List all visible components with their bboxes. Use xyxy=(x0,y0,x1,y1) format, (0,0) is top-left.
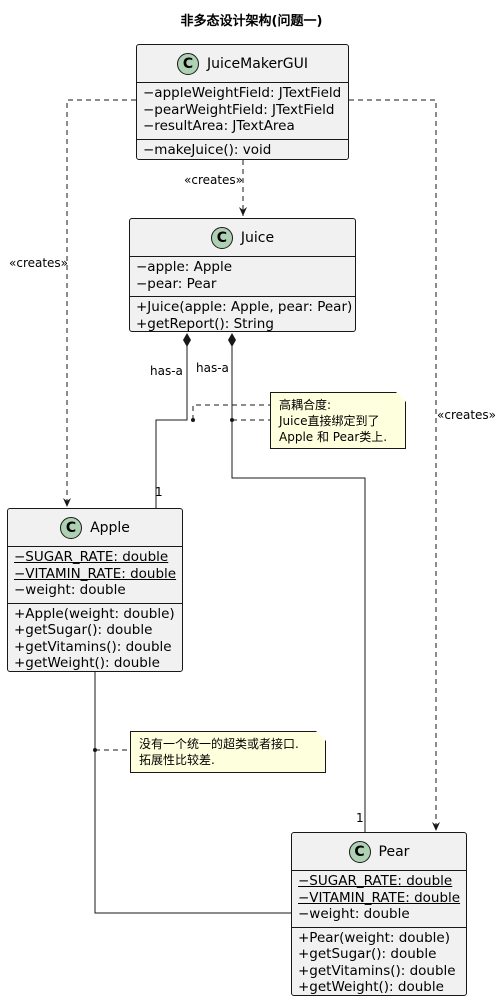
method: +Juice(apple: Apple, pear: Pear) xyxy=(136,299,353,315)
edge-juice-has-apple xyxy=(155,346,188,508)
class-header: C Pear xyxy=(292,833,466,871)
class-icon: C xyxy=(60,516,83,539)
diagram-title: 非多态设计架构(问题一) xyxy=(180,14,323,29)
class-fields: −SUGAR_RATE: double −VITAMIN_RATE: doubl… xyxy=(292,871,466,927)
note-coupling-connector xyxy=(192,404,270,420)
method: +getReport(): String xyxy=(136,315,274,332)
edge-gui-creates-apple xyxy=(63,99,136,507)
composition-diamond-apple xyxy=(183,333,191,347)
class-name: Pear xyxy=(378,843,410,860)
class-name: Apple xyxy=(90,519,130,536)
note-coupling: 高耦合度: Juice直接绑定到了 Apple 和 Pear类上. xyxy=(270,392,406,449)
label-creates-pear: «creates» xyxy=(437,408,497,422)
note-no-interface: 没有一个统一的超类或者接口. 拓展性比较差. xyxy=(130,731,326,773)
edge-apple-pear xyxy=(94,672,292,914)
field: −weight: double xyxy=(298,906,410,922)
method: +Apple(weight: double) xyxy=(14,605,175,622)
note-line: Apple 和 Pear类上. xyxy=(279,430,388,444)
class-methods: −makeJuice(): void xyxy=(137,138,348,163)
composition-diamond-pear xyxy=(228,333,236,347)
method: −makeJuice(): void xyxy=(143,141,272,158)
method: +getWeight(): double xyxy=(298,979,444,995)
class-apple: C Apple −SUGAR_RATE: double −VITAMIN_RAT… xyxy=(7,508,183,672)
class-icon: C xyxy=(176,52,199,75)
field: −pearWeightField: JTextField xyxy=(143,101,335,118)
field: −resultArea: JTextArea xyxy=(143,118,295,134)
method: +Pear(weight: double) xyxy=(298,929,451,946)
class-fields: −SUGAR_RATE: double −VITAMIN_RATE: doubl… xyxy=(8,547,182,603)
note-line: 高耦合度: xyxy=(279,398,332,412)
note-line: 没有一个统一的超类或者接口. xyxy=(139,737,299,751)
edge-juice-has-pear xyxy=(231,346,366,832)
method: +getVitamins(): double xyxy=(14,638,172,655)
field: −pear: Pear xyxy=(136,275,217,292)
class-name: JuiceMakerGUI xyxy=(206,55,309,72)
method: +getVitamins(): double xyxy=(298,962,456,979)
note-line: Juice直接绑定到了 xyxy=(279,414,380,428)
method: +getSugar(): double xyxy=(14,622,153,638)
class-juicemakergui: C JuiceMakerGUI −appleWeightField: JText… xyxy=(136,44,349,160)
class-header: C Apple xyxy=(8,509,182,547)
field: −appleWeightField: JTextField xyxy=(143,85,342,101)
method: +getWeight(): double xyxy=(14,655,160,671)
label-has-a-apple: has-a xyxy=(150,364,183,378)
edge-gui-creates-pear xyxy=(349,99,440,831)
class-fields: −appleWeightField: JTextField −pearWeigh… xyxy=(137,83,348,139)
field: −apple: Apple xyxy=(136,259,233,275)
class-methods: +Apple(weight: double) +getSugar(): doub… xyxy=(8,602,182,676)
class-header: C Juice xyxy=(130,219,355,257)
class-header: C JuiceMakerGUI xyxy=(137,45,348,83)
label-creates-juice: «creates» xyxy=(184,173,244,187)
class-fields: −apple: Apple −pear: Pear xyxy=(130,257,355,296)
static-field: −VITAMIN_RATE: double xyxy=(14,565,177,582)
class-icon: C xyxy=(348,840,371,863)
method: +getSugar(): double xyxy=(298,946,437,962)
class-name: Juice xyxy=(240,229,275,246)
class-pear: C Pear −SUGAR_RATE: double −VITAMIN_RATE… xyxy=(291,832,467,996)
class-methods: +Pear(weight: double) +getSugar(): doubl… xyxy=(292,926,466,1000)
static-field: −SUGAR_RATE: double xyxy=(298,873,453,889)
static-field: −SUGAR_RATE: double xyxy=(14,549,169,565)
label-multiplicity-apple: 1 xyxy=(155,485,163,499)
class-icon: C xyxy=(210,226,233,249)
static-field: −VITAMIN_RATE: double xyxy=(298,889,461,906)
label-creates-apple: «creates» xyxy=(9,256,69,270)
label-multiplicity-pear: 1 xyxy=(356,811,364,825)
label-has-a-pear: has-a xyxy=(196,361,229,375)
field: −weight: double xyxy=(14,582,126,598)
note-line: 拓展性比较差. xyxy=(139,753,215,767)
class-methods: +Juice(apple: Apple, pear: Pear) +getRep… xyxy=(130,296,355,336)
class-juice: C Juice −apple: Apple −pear: Pear +Juice… xyxy=(129,218,356,332)
